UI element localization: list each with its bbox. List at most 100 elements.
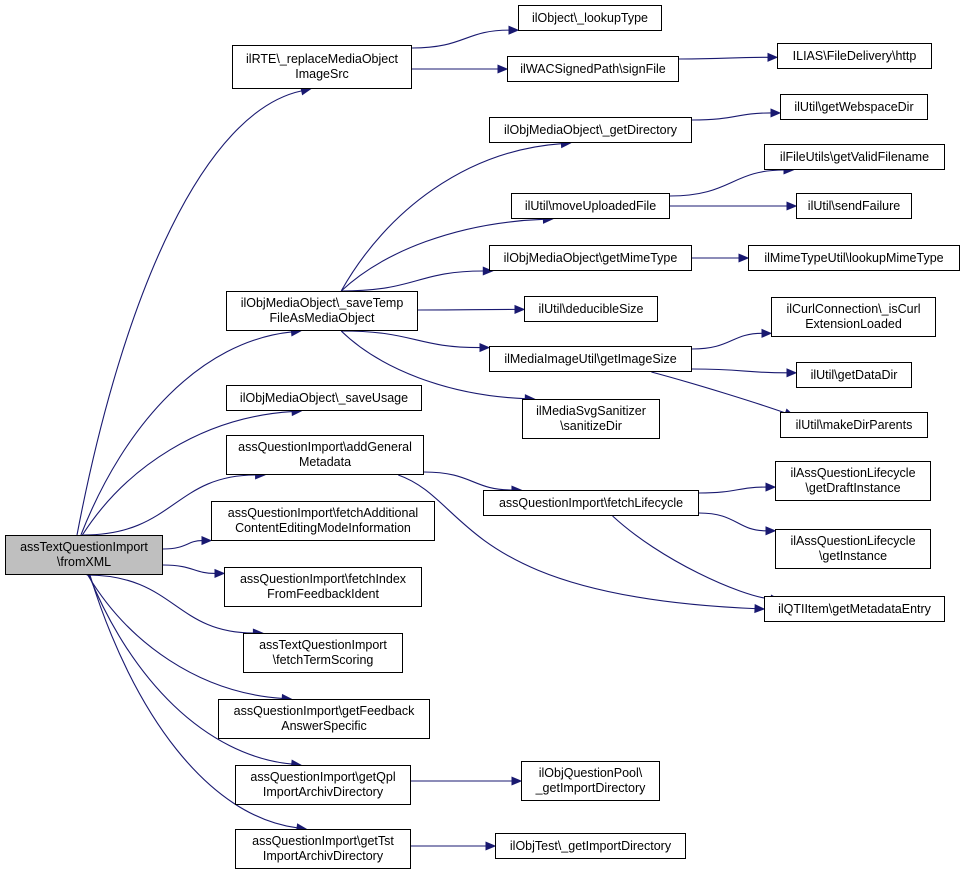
node-label: ILIAS\FileDelivery\http bbox=[792, 48, 917, 63]
edge-arrowhead bbox=[514, 304, 526, 314]
edge-saveTemp-to-getMimeType bbox=[341, 270, 484, 292]
edge-arrowhead bbox=[214, 568, 226, 578]
node-make-dir-parents[interactable]: ilUtil\makeDirParents bbox=[780, 412, 928, 438]
edge-arrowhead bbox=[786, 368, 798, 378]
node-label: assTextQuestionImport \fetchTermScoring bbox=[259, 638, 387, 667]
edge-arrowhead bbox=[485, 841, 497, 851]
edge-signFile-to-fileDelivery bbox=[678, 56, 769, 60]
edge-arrowhead bbox=[765, 526, 777, 536]
node-get-feedback[interactable]: assQuestionImport\getFeedback AnswerSpec… bbox=[218, 699, 430, 739]
node-label: assQuestionImport\getFeedback AnswerSpec… bbox=[233, 704, 415, 733]
edge-root-to-saveTemp bbox=[80, 331, 292, 536]
edge-arrowhead bbox=[786, 201, 798, 211]
node-label: ilUtil\getWebspaceDir bbox=[794, 99, 914, 114]
node-send-failure[interactable]: ilUtil\sendFailure bbox=[796, 193, 912, 219]
node-get-instance[interactable]: ilAssQuestionLifecycle \getInstance bbox=[775, 529, 931, 569]
edge-root-to-getTst bbox=[89, 574, 298, 829]
node-metadata-entry[interactable]: ilQTIItem\getMetadataEntry bbox=[764, 596, 945, 622]
node-get-qpl[interactable]: assQuestionImport\getQpl ImportArchivDir… bbox=[235, 765, 411, 805]
node-rte-replace[interactable]: ilRTE\_replaceMediaObject ImageSrc bbox=[232, 45, 412, 89]
node-label: assQuestionImport\fetchLifecycle bbox=[498, 495, 684, 510]
node-lookup-mime[interactable]: ilMimeTypeUtil\lookupMimeType bbox=[748, 245, 960, 271]
edge-arrowhead bbox=[770, 108, 782, 118]
node-label: ilMimeTypeUtil\lookupMimeType bbox=[764, 250, 944, 265]
node-label: assQuestionImport\fetchIndex FromFeedbac… bbox=[239, 572, 407, 601]
node-webspace-dir[interactable]: ilUtil\getWebspaceDir bbox=[780, 94, 928, 120]
node-label: assTextQuestionImport \fromXML bbox=[20, 540, 148, 569]
edge-arrowhead bbox=[201, 536, 213, 546]
edge-arrowhead bbox=[761, 328, 773, 338]
node-label: ilMediaImageUtil\getImageSize bbox=[504, 351, 677, 366]
node-label: ilUtil\moveUploadedFile bbox=[524, 198, 657, 213]
edge-root-to-fetchAdditional bbox=[162, 540, 203, 550]
edge-root-to-getFeedback bbox=[87, 574, 283, 699]
edge-arrowhead bbox=[754, 604, 766, 614]
node-qpl-import-dir[interactable]: ilObjQuestionPool\ _getImportDirectory bbox=[521, 761, 660, 801]
node-get-mime-type[interactable]: ilObjMediaObject\getMimeType bbox=[489, 245, 692, 271]
node-label: ilObjQuestionPool\ _getImportDirectory bbox=[535, 766, 646, 795]
edge-rte_replace-to-lookupType bbox=[411, 29, 510, 49]
node-move-uploaded[interactable]: ilUtil\moveUploadedFile bbox=[511, 193, 670, 219]
node-fetch-index[interactable]: assQuestionImport\fetchIndex FromFeedbac… bbox=[224, 567, 422, 607]
edge-root-to-addGeneral bbox=[83, 474, 256, 536]
edge-arrowhead bbox=[511, 776, 523, 786]
node-lookup-type[interactable]: ilObject\_lookupType bbox=[518, 5, 662, 31]
node-label: ilRTE\_replaceMediaObject ImageSrc bbox=[246, 52, 398, 81]
node-draft-instance[interactable]: ilAssQuestionLifecycle \getDraftInstance bbox=[775, 461, 931, 501]
node-label: ilUtil\deducibleSize bbox=[538, 301, 644, 316]
node-label: ilObjMediaObject\_saveTemp FileAsMediaOb… bbox=[240, 296, 404, 325]
node-file-delivery[interactable]: ILIAS\FileDelivery\http bbox=[777, 43, 932, 69]
edge-root-to-saveUsage bbox=[81, 411, 293, 536]
node-label: assQuestionImport\addGeneral Metadata bbox=[238, 440, 412, 469]
edge-root-to-rte_replace bbox=[76, 90, 302, 536]
node-image-size[interactable]: ilMediaImageUtil\getImageSize bbox=[489, 346, 692, 372]
node-label: assQuestionImport\getTst ImportArchivDir… bbox=[252, 834, 394, 863]
node-data-dir[interactable]: ilUtil\getDataDir bbox=[796, 362, 912, 388]
node-label: ilQTIItem\getMetadataEntry bbox=[778, 601, 931, 616]
node-label: ilUtil\makeDirParents bbox=[795, 417, 913, 432]
edge-fetchLifecycle-to-getInstance bbox=[698, 512, 767, 532]
edge-moveUploaded-to-validFilename bbox=[669, 169, 785, 197]
node-label: ilObjMediaObject\getMimeType bbox=[503, 250, 678, 265]
edge-arrowhead bbox=[482, 266, 494, 276]
node-save-temp[interactable]: ilObjMediaObject\_saveTemp FileAsMediaOb… bbox=[226, 291, 418, 331]
edge-saveTemp-to-getDirectory bbox=[340, 143, 562, 292]
edge-arrowhead bbox=[738, 253, 750, 263]
edge-arrowhead bbox=[767, 52, 779, 62]
edge-arrowhead bbox=[765, 482, 777, 492]
node-label: assQuestionImport\fetchAdditional Conten… bbox=[227, 506, 419, 535]
edge-imageSize-to-makeDirParents bbox=[651, 371, 786, 414]
node-get-tst[interactable]: assQuestionImport\getTst ImportArchivDir… bbox=[235, 829, 411, 869]
node-fetch-additional[interactable]: assQuestionImport\fetchAdditional Conten… bbox=[211, 501, 435, 541]
node-fetch-lifecycle[interactable]: assQuestionImport\fetchLifecycle bbox=[483, 490, 699, 516]
node-label: ilCurlConnection\_isCurl ExtensionLoaded bbox=[786, 302, 921, 331]
node-label: ilFileUtils\getValidFilename bbox=[779, 149, 930, 164]
node-svg-sanitizer[interactable]: ilMediaSvgSanitizer \sanitizeDir bbox=[522, 399, 660, 439]
node-fetch-term[interactable]: assTextQuestionImport \fetchTermScoring bbox=[243, 633, 403, 673]
edge-root-to-fetchIndex bbox=[162, 564, 216, 574]
node-get-directory[interactable]: ilObjMediaObject\_getDirectory bbox=[489, 117, 692, 143]
node-deducible[interactable]: ilUtil\deducibleSize bbox=[524, 296, 658, 322]
edge-arrowhead bbox=[508, 25, 520, 35]
node-label: ilAssQuestionLifecycle \getInstance bbox=[790, 534, 916, 563]
node-save-usage[interactable]: ilObjMediaObject\_saveUsage bbox=[226, 385, 422, 411]
node-valid-filename[interactable]: ilFileUtils\getValidFilename bbox=[764, 144, 945, 170]
node-curl-loaded[interactable]: ilCurlConnection\_isCurl ExtensionLoaded bbox=[771, 297, 936, 337]
node-label: ilWACSignedPath\signFile bbox=[520, 61, 666, 76]
node-tst-import-dir[interactable]: ilObjTest\_getImportDirectory bbox=[495, 833, 686, 859]
edge-fetchLifecycle-to-draftInstance bbox=[698, 486, 767, 494]
edge-root-to-fetchTerm bbox=[86, 574, 254, 634]
node-label: ilObjMediaObject\_saveUsage bbox=[239, 390, 409, 405]
node-label: assQuestionImport\getQpl ImportArchivDir… bbox=[250, 770, 396, 799]
node-sign-file[interactable]: ilWACSignedPath\signFile bbox=[507, 56, 679, 82]
node-label: ilObject\_lookupType bbox=[531, 10, 649, 25]
edge-getDirectory-to-webspaceDir bbox=[691, 112, 772, 121]
node-add-general[interactable]: assQuestionImport\addGeneral Metadata bbox=[226, 435, 424, 475]
edge-root-to-getQpl bbox=[88, 574, 292, 765]
edge-saveTemp-to-moveUploaded bbox=[340, 218, 544, 292]
node-label: ilObjTest\_getImportDirectory bbox=[509, 838, 672, 853]
edge-arrowhead bbox=[479, 343, 491, 353]
node-label: ilUtil\sendFailure bbox=[807, 198, 901, 213]
